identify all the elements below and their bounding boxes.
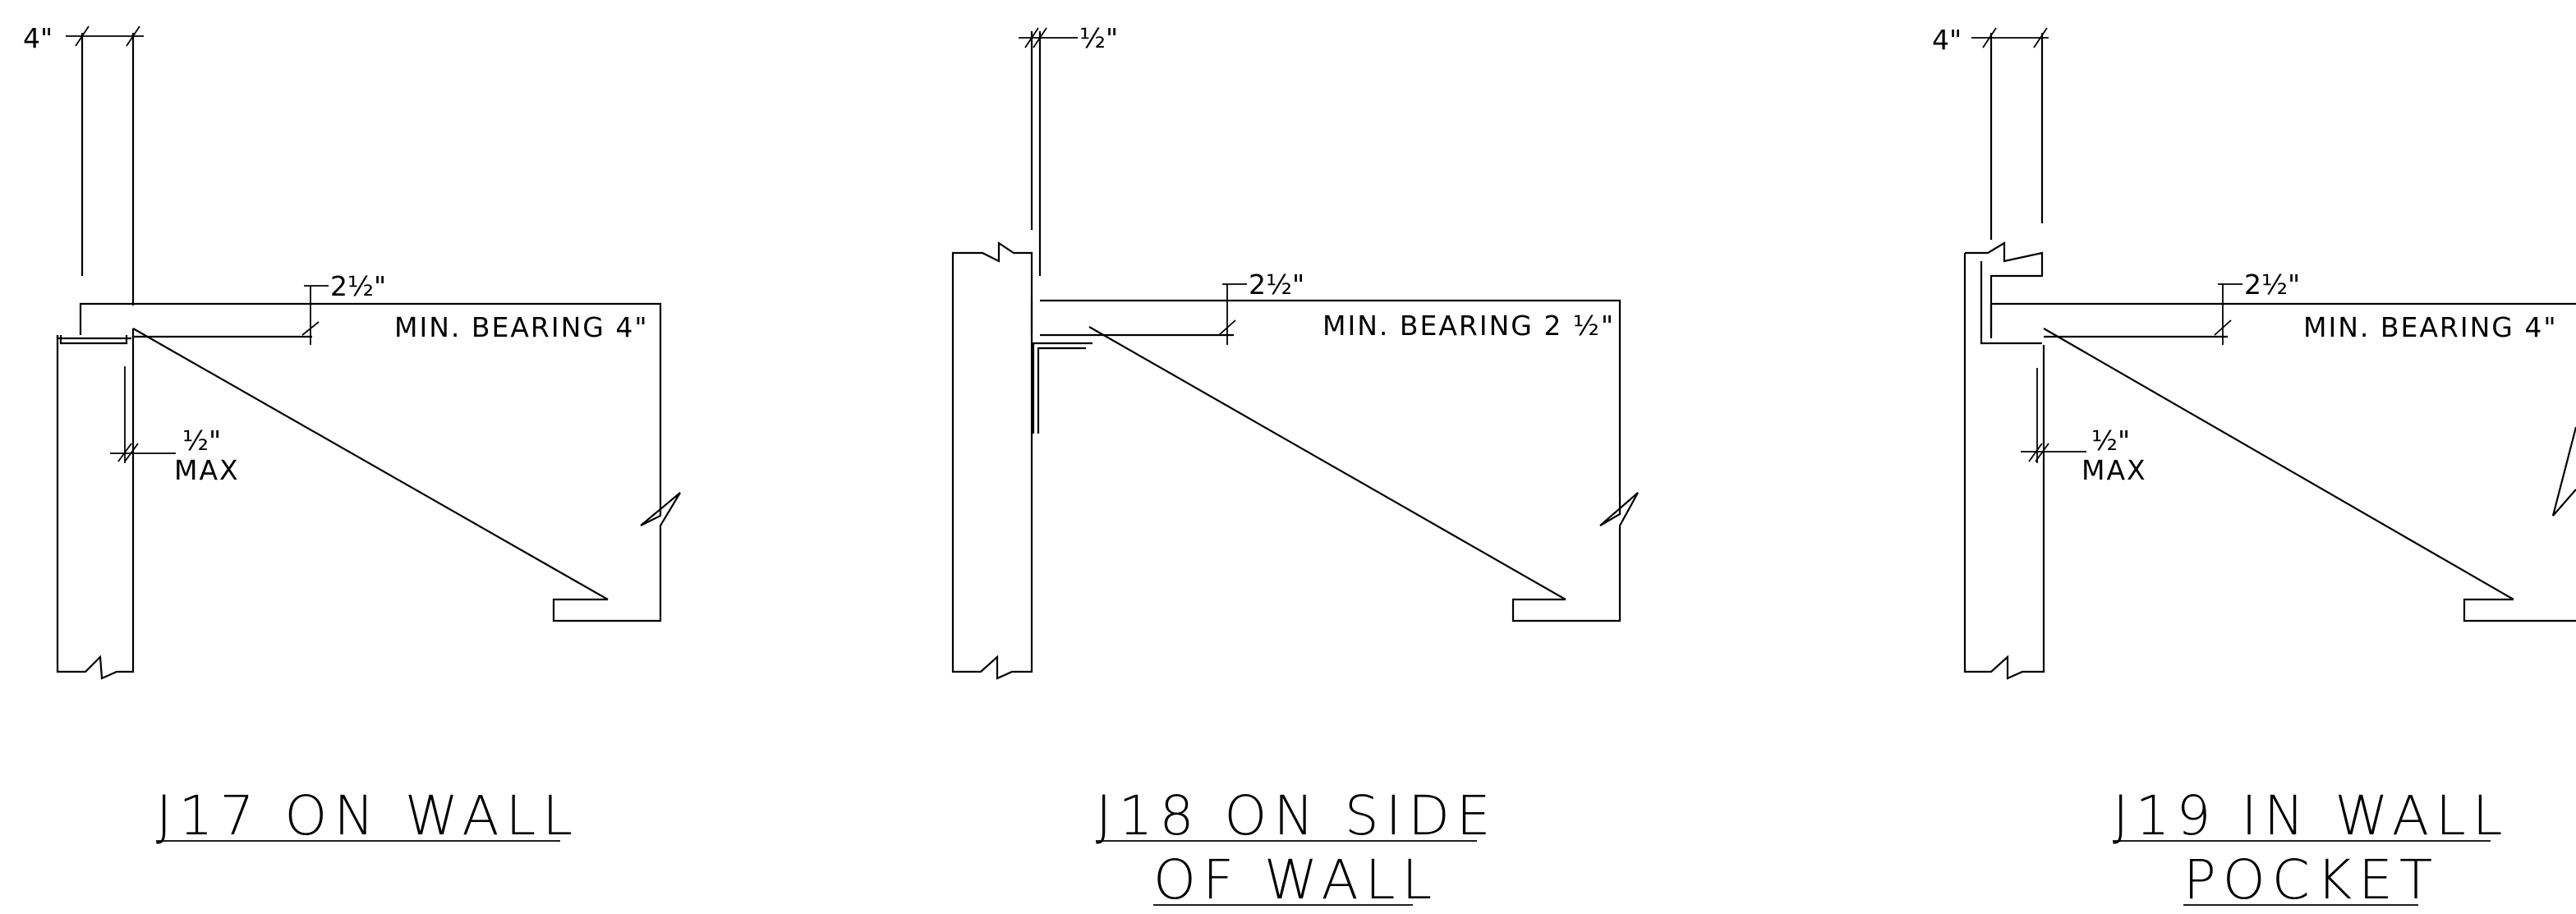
j19-bearing-plate xyxy=(1980,335,2042,345)
j17-gap-dimension: ½" MAX xyxy=(110,366,240,486)
j19-seat-dim-label: 2½" xyxy=(2244,269,2300,301)
j19-upper-wall xyxy=(1990,33,2044,240)
j17-lower-wall xyxy=(56,328,135,680)
j17-title: J17 ON WALL xyxy=(156,784,579,847)
j19-joist-web xyxy=(2043,328,2514,600)
j17-upper-wall xyxy=(80,33,135,305)
j17-seat-dimension: 2½" xyxy=(301,270,386,345)
j17-gap-dim-label: ½" xyxy=(182,425,221,457)
j19-title: J19 IN WALL POCKET xyxy=(2113,784,2509,912)
j18-upper-wall xyxy=(1030,31,1042,276)
j17-title-line-1: J17 ON WALL xyxy=(156,784,579,847)
j17-seat-dim-label: 2½" xyxy=(330,270,386,302)
j18-wall-dim-label: ½" xyxy=(1079,22,1118,54)
j18-wall-dimension: ½" xyxy=(1019,22,1118,54)
j17-joist-top-chord xyxy=(79,302,681,622)
j18-title-line-2: OF WALL xyxy=(1153,848,1438,912)
j19-gap-dimension: ½" MAX xyxy=(2021,368,2147,486)
j17-bearing-label: MIN. BEARING 4" xyxy=(394,311,649,343)
j18-bearing-label: MIN. BEARING 2 ½" xyxy=(1322,310,1615,342)
j19-joist-top-chord xyxy=(1990,302,2576,622)
detail-j18: ½" 2½" MIN. BEARING 2 ½" xyxy=(951,22,1639,912)
j17-wall-dimension: 4" xyxy=(23,22,144,54)
j19-title-line-1: J19 IN WALL xyxy=(2113,784,2509,847)
j18-title: J18 ON SIDE OF WALL xyxy=(1096,784,1497,912)
j19-wall xyxy=(1963,241,2045,680)
j19-gap-dim-label: ½" xyxy=(2091,425,2130,457)
j18-seat-dim-label: 2½" xyxy=(1249,269,1304,301)
j18-wall xyxy=(951,241,1033,680)
j19-gap-note: MAX xyxy=(2082,454,2147,486)
j19-seat-dimension: 2½" xyxy=(2214,269,2300,345)
j19-wall-dim-label: 4" xyxy=(1932,24,1962,56)
j19-wall-dimension: 4" xyxy=(1932,24,2049,56)
j19-title-line-2: POCKET xyxy=(2183,848,2439,912)
j18-hanger xyxy=(1032,342,1092,434)
j18-title-line-1: J18 ON SIDE xyxy=(1096,784,1497,847)
j17-gap-note: MAX xyxy=(174,454,240,486)
j18-seat-dimension: 2½" xyxy=(1218,269,1304,345)
j18-joist-web xyxy=(1088,326,1566,600)
j17-wall-dim-label: 4" xyxy=(23,22,53,54)
j19-bearing-label: MIN. BEARING 4" xyxy=(2303,311,2558,343)
j17-bearing-plate xyxy=(56,335,131,345)
detail-j19: 4" 2½" MIN. BEARING xyxy=(1932,24,2576,912)
j18-joist-top-chord xyxy=(1030,299,1639,622)
j17-joist-web xyxy=(132,328,609,600)
detail-j17: 4" 2½" MIN. BEARING 4" xyxy=(23,22,681,847)
